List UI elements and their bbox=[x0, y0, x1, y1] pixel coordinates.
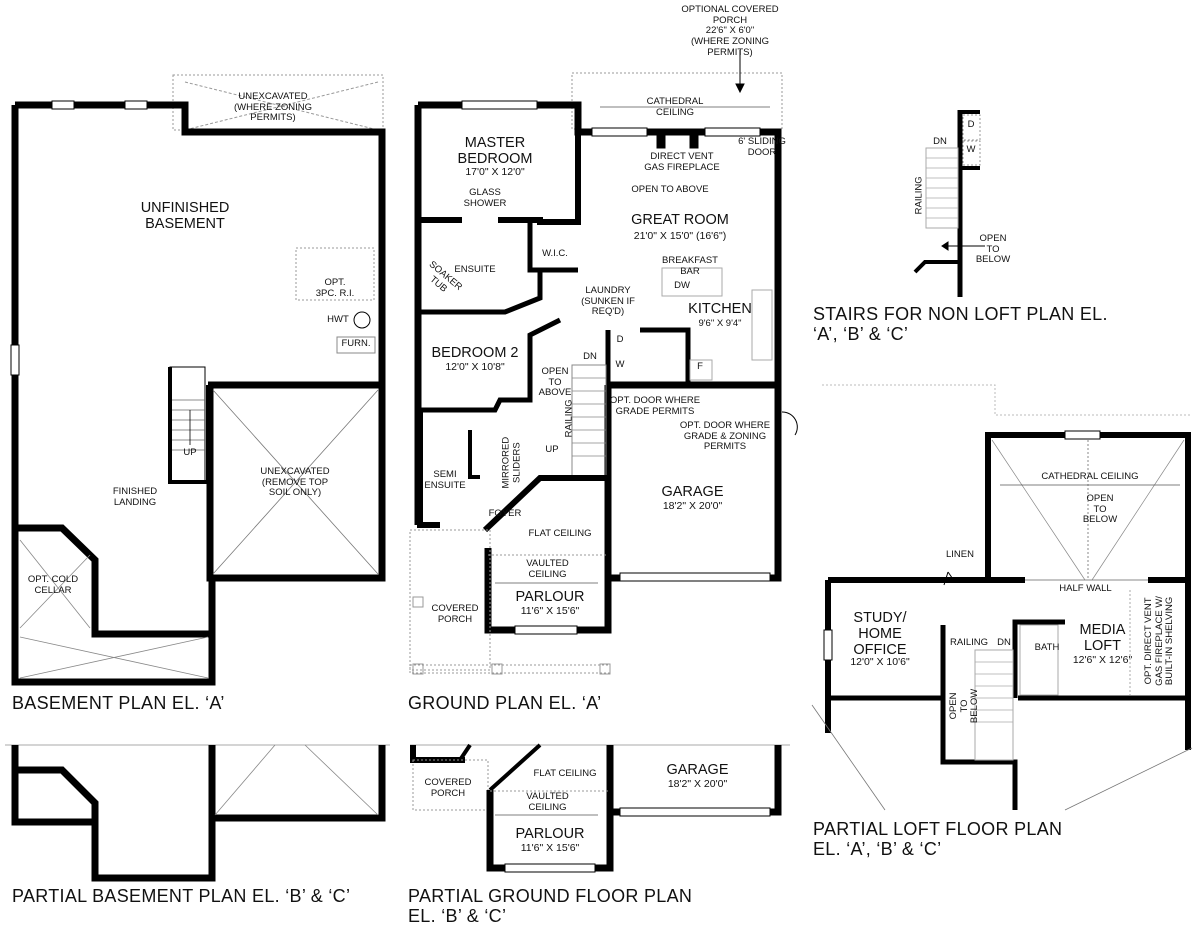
label-fireplace: DIRECT VENT GAS FIREPLACE bbox=[644, 151, 720, 173]
label-laundry: LAUNDRY (SUNKEN IF REQ'D) bbox=[581, 285, 635, 318]
label-wic: W.I.C. bbox=[542, 248, 568, 259]
label-optional-covered-porch: OPTIONAL COVERED PORCH 22'6" X 6'0" (WHE… bbox=[681, 4, 779, 58]
ground-plan-a bbox=[409, 50, 798, 675]
label-garage-size: 18'2" X 20'0" bbox=[662, 500, 723, 512]
title-partial-loft-plan: PARTIAL LOFT FLOOR PLAN EL. ‘A’, ‘B’ & ‘… bbox=[813, 819, 1063, 859]
title-partial-ground-bc: PARTIAL GROUND FLOOR PLAN EL. ‘B’ & ‘C’ bbox=[408, 886, 693, 926]
label-master-bedroom-size: 17'0" X 12'0" bbox=[465, 166, 525, 178]
label-cathedral-ceiling: CATHEDRAL CEILING bbox=[646, 96, 704, 118]
label-opt-fireplace-shelving: OPT. DIRECT VENT GAS FIREPLACE W/ BUILT-… bbox=[1143, 596, 1176, 686]
label-stairs-dn: DN bbox=[933, 136, 947, 147]
label-dryer: D bbox=[616, 334, 624, 345]
label-bc-garage-size: 18'2" X 20'0" bbox=[667, 778, 728, 790]
label-bc-covered-porch: COVERED PORCH bbox=[424, 777, 472, 799]
label-half-wall: HALF WALL bbox=[1059, 583, 1112, 594]
title-partial-basement-bc: PARTIAL BASEMENT PLAN EL. ‘B’ & ‘C’ bbox=[12, 886, 351, 906]
label-master-bedroom: MASTER BEDROOM bbox=[457, 135, 533, 168]
label-unexcavated-topsoil: UNEXCAVATED (REMOVE TOP SOIL ONLY) bbox=[260, 466, 330, 499]
label-loft-railing: RAILING bbox=[949, 637, 988, 648]
label-opt-door-grade: OPT. DOOR WHERE GRADE PERMITS bbox=[609, 395, 701, 417]
label-stairs-open-below: OPEN TO BELOW bbox=[975, 233, 1011, 266]
title-basement-plan-a: BASEMENT PLAN EL. ‘A’ bbox=[12, 693, 225, 713]
label-washer: W bbox=[615, 359, 625, 370]
label-semi-ensuite: SEMI ENSUITE bbox=[424, 469, 466, 491]
label-great-room-size: 21'0" X 15'0" (16'6") bbox=[633, 230, 727, 242]
label-vaulted-ceiling: VAULTED CEILING bbox=[526, 558, 569, 580]
stairs-non-loft bbox=[913, 110, 985, 297]
label-study-home-office: STUDY/ HOME OFFICE bbox=[853, 610, 907, 659]
label-finished-landing: FINISHED LANDING bbox=[112, 486, 158, 508]
label-fridge: F bbox=[697, 361, 703, 372]
label-stairs-washer: W bbox=[966, 144, 976, 155]
label-parlour: PARLOUR bbox=[515, 589, 585, 605]
label-media-loft: MEDIA LOFT bbox=[1079, 622, 1126, 655]
label-opt-3pc: OPT. 3PC. R.I. bbox=[315, 277, 355, 299]
label-stairs-railing: RAILING bbox=[913, 176, 925, 215]
label-mirrored-sliders: MIRRORED SLIDERS bbox=[500, 436, 522, 489]
label-railing: RAILING bbox=[563, 399, 575, 438]
label-cold-cellar: OPT. COLD CELLAR bbox=[27, 574, 79, 596]
label-bc-parlour: PARLOUR bbox=[515, 826, 585, 842]
label-furnace: FURN. bbox=[341, 338, 371, 349]
label-bc-vaulted-ceiling: VAULTED CEILING bbox=[526, 791, 569, 813]
label-great-room: GREAT ROOM bbox=[631, 212, 729, 228]
label-media-loft-size: 12'6" X 12'6" bbox=[1072, 654, 1133, 666]
label-bedroom-2-size: 12'0" X 10'8" bbox=[445, 361, 505, 373]
title-stairs-non-loft: STAIRS FOR NON LOFT PLAN EL. ‘A’, ‘B’ & … bbox=[813, 304, 1108, 344]
label-bc-parlour-size: 11'6" X 15'6" bbox=[520, 842, 580, 854]
label-garage: GARAGE bbox=[661, 484, 724, 500]
label-bc-flat-ceiling: FLAT CEILING bbox=[533, 768, 597, 779]
label-ensuite: ENSUITE bbox=[454, 264, 496, 275]
label-glass-shower: GLASS SHOWER bbox=[463, 187, 507, 209]
label-ground-up: UP bbox=[545, 444, 559, 455]
label-loft-open-below: OPEN TO BELOW bbox=[1082, 493, 1118, 526]
title-ground-plan-a: GROUND PLAN EL. ‘A’ bbox=[408, 693, 602, 713]
label-open-to-above: OPEN TO ABOVE bbox=[631, 184, 709, 195]
label-loft-cathedral-ceiling: CATHEDRAL CEILING bbox=[1041, 471, 1139, 482]
label-sliding-door: 6' SLIDING DOOR bbox=[738, 136, 786, 158]
label-unexcavated-zoning: UNEXCAVATED (WHERE ZONING PERMITS) bbox=[233, 91, 313, 124]
label-parlour-size: 11'6" X 15'6" bbox=[520, 605, 580, 617]
label-covered-porch: COVERED PORCH bbox=[431, 603, 479, 625]
label-open-above: OPEN TO ABOVE bbox=[538, 366, 572, 399]
label-flat-ceiling: FLAT CEILING bbox=[528, 528, 592, 539]
label-breakfast-bar: BREAKFAST BAR bbox=[662, 255, 718, 277]
label-kitchen-size: 9'6" X 9'4" bbox=[698, 318, 742, 329]
label-kitchen: KITCHEN bbox=[688, 301, 752, 317]
basement-plan-a bbox=[10, 74, 386, 686]
label-loft-dn: DN bbox=[997, 637, 1011, 648]
label-hwt: HWT bbox=[327, 314, 349, 325]
label-basement-up: UP bbox=[183, 447, 197, 458]
label-stairs-dryer: D bbox=[967, 119, 975, 130]
label-study-size: 12'0" X 10'6" bbox=[850, 656, 910, 668]
label-bath: BATH bbox=[1034, 642, 1060, 653]
label-loft-open-to-below: OPEN TO BELOW bbox=[948, 688, 981, 724]
label-unfinished-basement: UNFINISHED BASEMENT bbox=[140, 200, 230, 233]
partial-loft-plan bbox=[811, 384, 1193, 811]
label-bedroom-2: BEDROOM 2 bbox=[431, 345, 519, 361]
label-bc-garage: GARAGE bbox=[666, 762, 729, 778]
label-opt-door-grade-zoning: OPT. DOOR WHERE GRADE & ZONING PERMITS bbox=[679, 420, 771, 453]
label-dishwasher: DW bbox=[674, 280, 690, 291]
partial-ground-bc bbox=[410, 743, 790, 873]
partial-basement-bc bbox=[5, 744, 390, 882]
label-linen: LINEN bbox=[946, 549, 974, 560]
label-foyer: FOYER bbox=[488, 508, 522, 519]
label-ground-dn: DN bbox=[583, 351, 597, 362]
